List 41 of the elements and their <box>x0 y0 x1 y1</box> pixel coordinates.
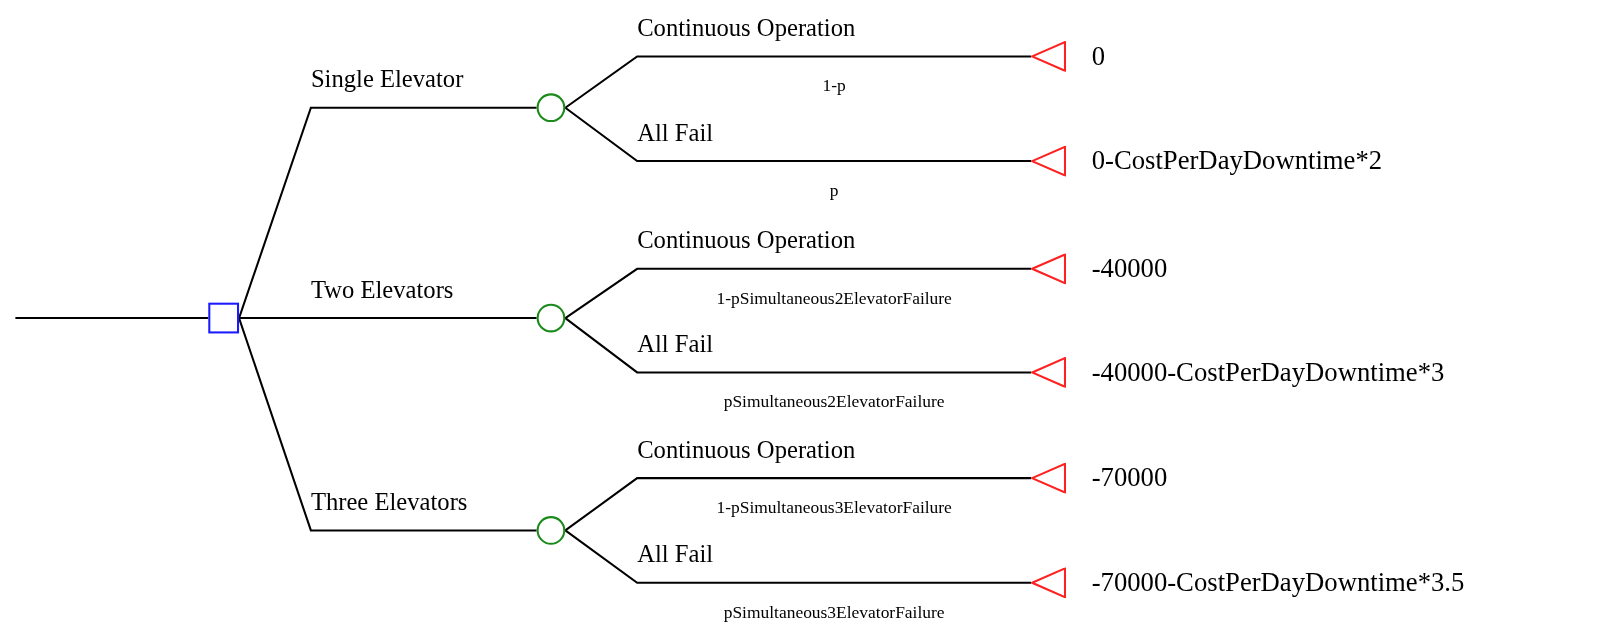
terminal-triangle <box>1031 145 1066 177</box>
branch-line <box>238 317 537 532</box>
branch-line <box>564 529 1032 584</box>
branch-line <box>564 477 1032 532</box>
payoff-value: -70000-CostPerDayDowntime*3.5 <box>1091 569 1465 597</box>
branch-label: All Fail <box>637 331 714 356</box>
branch-line <box>15 317 209 320</box>
chance-circle <box>536 303 566 333</box>
terminal-triangle <box>1031 41 1066 72</box>
branch-line <box>564 317 1032 374</box>
payoff-value: -40000-CostPerDayDowntime*3 <box>1091 359 1445 386</box>
payoff-value: 0 <box>1091 43 1105 70</box>
branch-label: Single Elevator <box>310 66 464 92</box>
branch-line <box>564 106 1032 163</box>
probability-label: 1-pSimultaneous3ElevatorFailure <box>716 498 952 517</box>
terminal-triangle <box>1031 567 1066 599</box>
terminal-triangle <box>1031 253 1066 285</box>
chance-circle <box>536 93 566 123</box>
branch-label: Continuous Operation <box>637 15 856 40</box>
probability-label: pSimultaneous2ElevatorFailure <box>723 392 945 411</box>
branch-line <box>239 317 537 320</box>
payoff-value: -70000 <box>1091 464 1168 492</box>
branch-label: Continuous Operation <box>637 437 856 462</box>
decision-square <box>208 302 240 334</box>
branch-line <box>564 267 1032 319</box>
probability-label: p <box>829 181 839 200</box>
terminal-triangle <box>1031 357 1066 388</box>
payoff-value: 0-CostPerDayDowntime*2 <box>1091 147 1383 175</box>
probability-label: pSimultaneous3ElevatorFailure <box>723 603 945 621</box>
branch-label: All Fail <box>637 120 714 145</box>
probability-label: 1-pSimultaneous2ElevatorFailure <box>716 289 952 307</box>
payoff-value: -40000 <box>1091 255 1168 283</box>
branch-line <box>238 106 537 319</box>
branch-label: Two Elevators <box>310 277 454 302</box>
chance-circle <box>536 516 566 545</box>
branch-label: Three Elevators <box>310 489 468 515</box>
terminal-triangle <box>1031 462 1066 494</box>
probability-label: 1-p <box>822 76 846 95</box>
branch-label: All Fail <box>637 541 714 567</box>
branch-line <box>564 55 1032 109</box>
branch-label: Continuous Operation <box>637 227 856 253</box>
